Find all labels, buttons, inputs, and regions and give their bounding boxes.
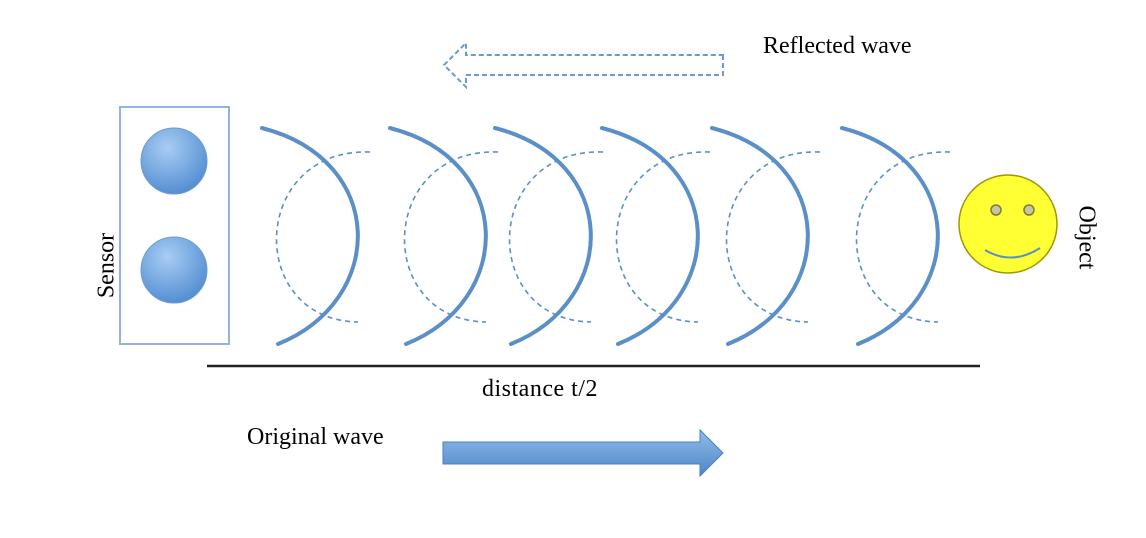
sensor-label: Sensor bbox=[93, 232, 120, 299]
reflected-wave-front bbox=[725, 151, 821, 323]
original-wave-arrow bbox=[442, 428, 724, 478]
wave-fronts bbox=[260, 126, 951, 346]
reflected-wave-arrow bbox=[442, 40, 724, 90]
original-wave-front bbox=[388, 126, 488, 346]
original-wave-front bbox=[710, 126, 810, 346]
distance-label: distance t/2 bbox=[482, 376, 598, 402]
reflected-wave-front bbox=[508, 151, 604, 323]
original-wave-front bbox=[493, 126, 593, 346]
original-wave-front bbox=[260, 126, 360, 346]
reflected-wave-front bbox=[275, 151, 371, 323]
sensor-top-circle-icon bbox=[140, 127, 208, 195]
original-wave-front bbox=[840, 126, 940, 346]
smiley-face-icon bbox=[958, 174, 1058, 274]
reflected-wave-front bbox=[403, 151, 499, 323]
original-wave-front bbox=[600, 126, 700, 346]
sensor-bottom-circle-icon bbox=[140, 236, 208, 304]
reflected-wave-front bbox=[855, 151, 951, 323]
reflected-wave-front bbox=[615, 151, 711, 323]
original-wave-label: Original wave bbox=[247, 424, 384, 450]
reflected-wave-label: Reflected wave bbox=[763, 33, 912, 59]
object-label: Object bbox=[1073, 205, 1100, 270]
